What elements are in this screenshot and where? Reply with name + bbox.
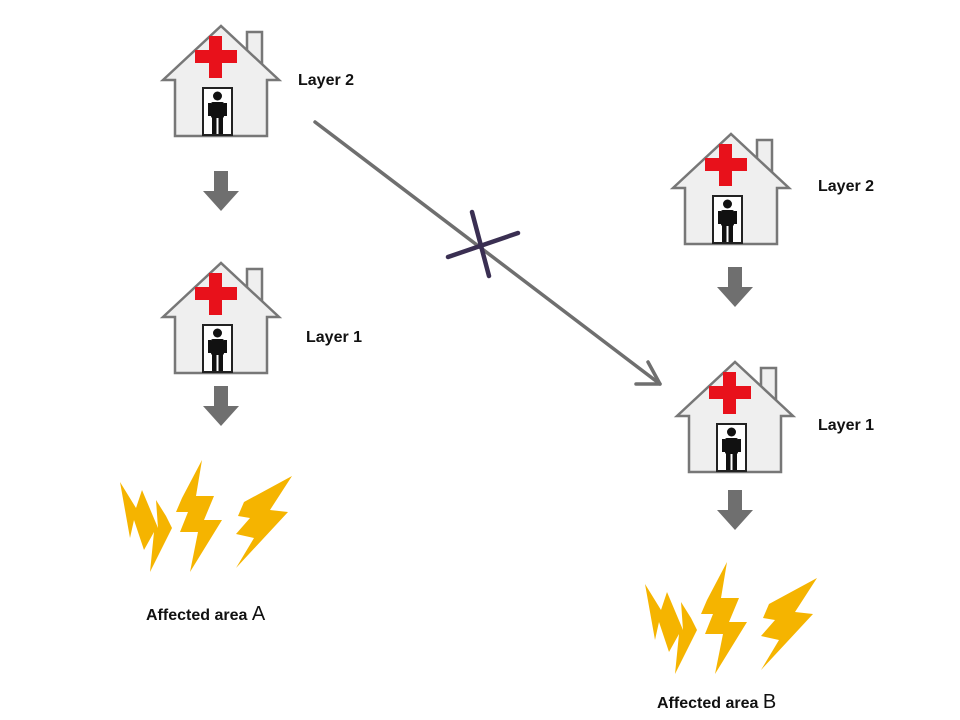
down-arrow-icon — [717, 490, 753, 530]
left-arrow-2 — [203, 386, 239, 426]
left-affected-area-bolts — [120, 460, 292, 572]
down-arrow-icon — [203, 386, 239, 426]
referral-line — [313, 120, 662, 386]
hospital-house-icon — [161, 261, 281, 375]
hospital-house-icon — [675, 360, 795, 474]
right-affected-area-bolts — [645, 562, 817, 674]
right-arrow-2 — [717, 490, 753, 530]
right-arrow-1 — [717, 267, 753, 307]
cross-mark-icon — [445, 209, 521, 279]
hospital-house-icon — [161, 24, 281, 138]
right-layer2-house — [671, 132, 791, 246]
left-arrow-1 — [203, 171, 239, 211]
referral-link — [313, 120, 662, 386]
left-layer2-label: Layer 2 — [298, 72, 354, 89]
left-area-label-text: Affected area — [146, 607, 252, 624]
right-layer1-house — [675, 360, 795, 474]
referral-arrowhead-icon — [634, 360, 662, 386]
left-layer2-house — [161, 24, 281, 138]
right-layer1-label: Layer 1 — [818, 417, 874, 434]
left-layer1-label: Layer 1 — [306, 329, 362, 346]
left-area-letter: A — [252, 603, 266, 625]
right-layer2-label: Layer 2 — [818, 178, 874, 195]
lightning-bolts-icon — [120, 460, 292, 572]
right-affected-area-label: Affected area B — [657, 691, 776, 713]
lightning-bolts-icon — [645, 562, 817, 674]
left-affected-area-label: Affected area A — [146, 603, 266, 625]
down-arrow-icon — [717, 267, 753, 307]
down-arrow-icon — [203, 171, 239, 211]
hospital-house-icon — [671, 132, 791, 246]
right-area-letter: B — [763, 691, 776, 713]
right-area-label-text: Affected area — [657, 695, 763, 712]
left-layer1-house — [161, 261, 281, 375]
